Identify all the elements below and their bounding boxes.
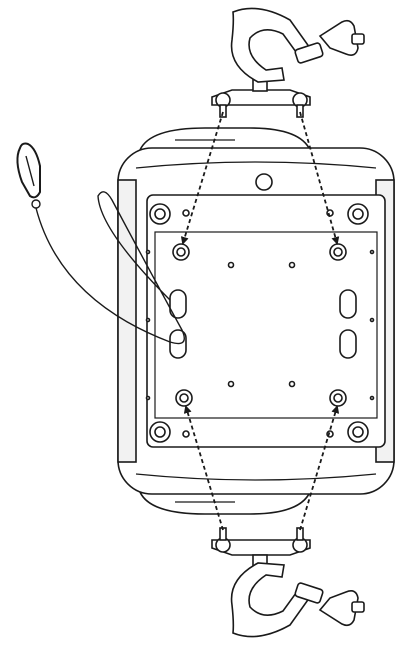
top-clamp <box>211 7 365 118</box>
mounting-arrows <box>180 111 340 531</box>
arrow-bottom-right <box>299 405 340 531</box>
carabiner <box>16 142 41 199</box>
arrow-top-right <box>299 111 340 245</box>
arrow-bottom-left <box>183 405 224 531</box>
arrow-top-left <box>180 111 224 245</box>
safety-cable <box>16 142 185 345</box>
fixture-body <box>117 127 395 515</box>
bottom-clamp <box>211 527 365 638</box>
